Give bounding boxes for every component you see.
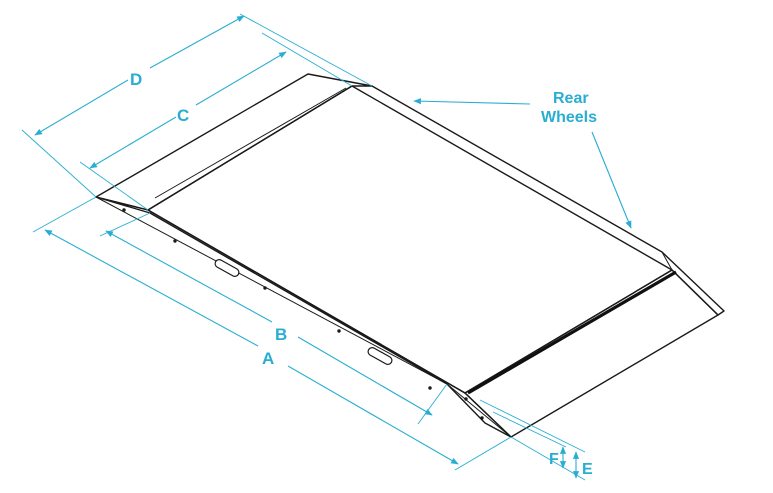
dim-b-line-a [105,230,273,323]
dim-d-extension-bottom [21,129,97,198]
dim-c-extension-bottom [79,161,149,211]
front-lip-thick-edge [467,270,677,395]
dim-c-extension-top [261,32,353,87]
dim-f-extension-top [492,411,567,448]
rivet-hole [480,416,484,420]
rivet-hole [428,386,432,390]
label-rear-wheels-line2: Wheels [541,109,597,126]
ramp-deck [147,85,673,394]
rear-wheels-leader-2 [591,131,632,229]
label-a: A [262,349,274,368]
dim-b-extension-left [99,212,151,237]
dim-e-extension-top [479,399,586,453]
dim-d-line-a [34,79,129,136]
deck-rear-crease [147,85,353,211]
deck-rear-edge-line [154,87,347,199]
rivet-hole [337,329,341,333]
right-flap-crease [661,251,673,271]
label-rear-wheels-line1: Rear [553,90,589,107]
dimension-labels: D C B A F E Rear Wheels [130,70,597,478]
ramp-front-flap [464,269,719,438]
rivet-hole [173,239,177,243]
label-b: B [275,325,287,344]
left-rail-front-bevel [446,383,512,438]
dim-a-line-b [287,365,459,465]
handle-slot-2 [367,347,393,365]
dim-b-line-b [297,336,433,416]
dim-a-line-a [44,229,259,347]
dim-c-line-a [89,116,177,169]
ramp-top-flap [95,73,373,211]
dim-d-line-b [149,15,245,69]
left-rail-lower-line [95,196,448,385]
rivet-hole [122,208,126,212]
dim-b-extension-right [417,383,448,425]
rivet-hole [263,286,267,290]
rivet-hole [464,397,468,401]
dim-a-extension-right [454,436,512,471]
dim-d-extension-top [239,13,373,87]
dimension-lines [21,13,632,481]
label-c: C [177,106,189,125]
dim-c-line-b [195,51,287,106]
label-f: F [549,451,559,468]
dim-e-extension-bottom [510,436,586,481]
dim-a-extension-left [32,196,97,233]
label-e: E [582,461,593,478]
label-d: D [130,70,142,89]
rear-wheels-leader-1 [413,98,531,105]
ramp-left-rail [95,196,512,438]
ramp-drawing [95,73,725,438]
handle-slot-1 [214,259,240,277]
